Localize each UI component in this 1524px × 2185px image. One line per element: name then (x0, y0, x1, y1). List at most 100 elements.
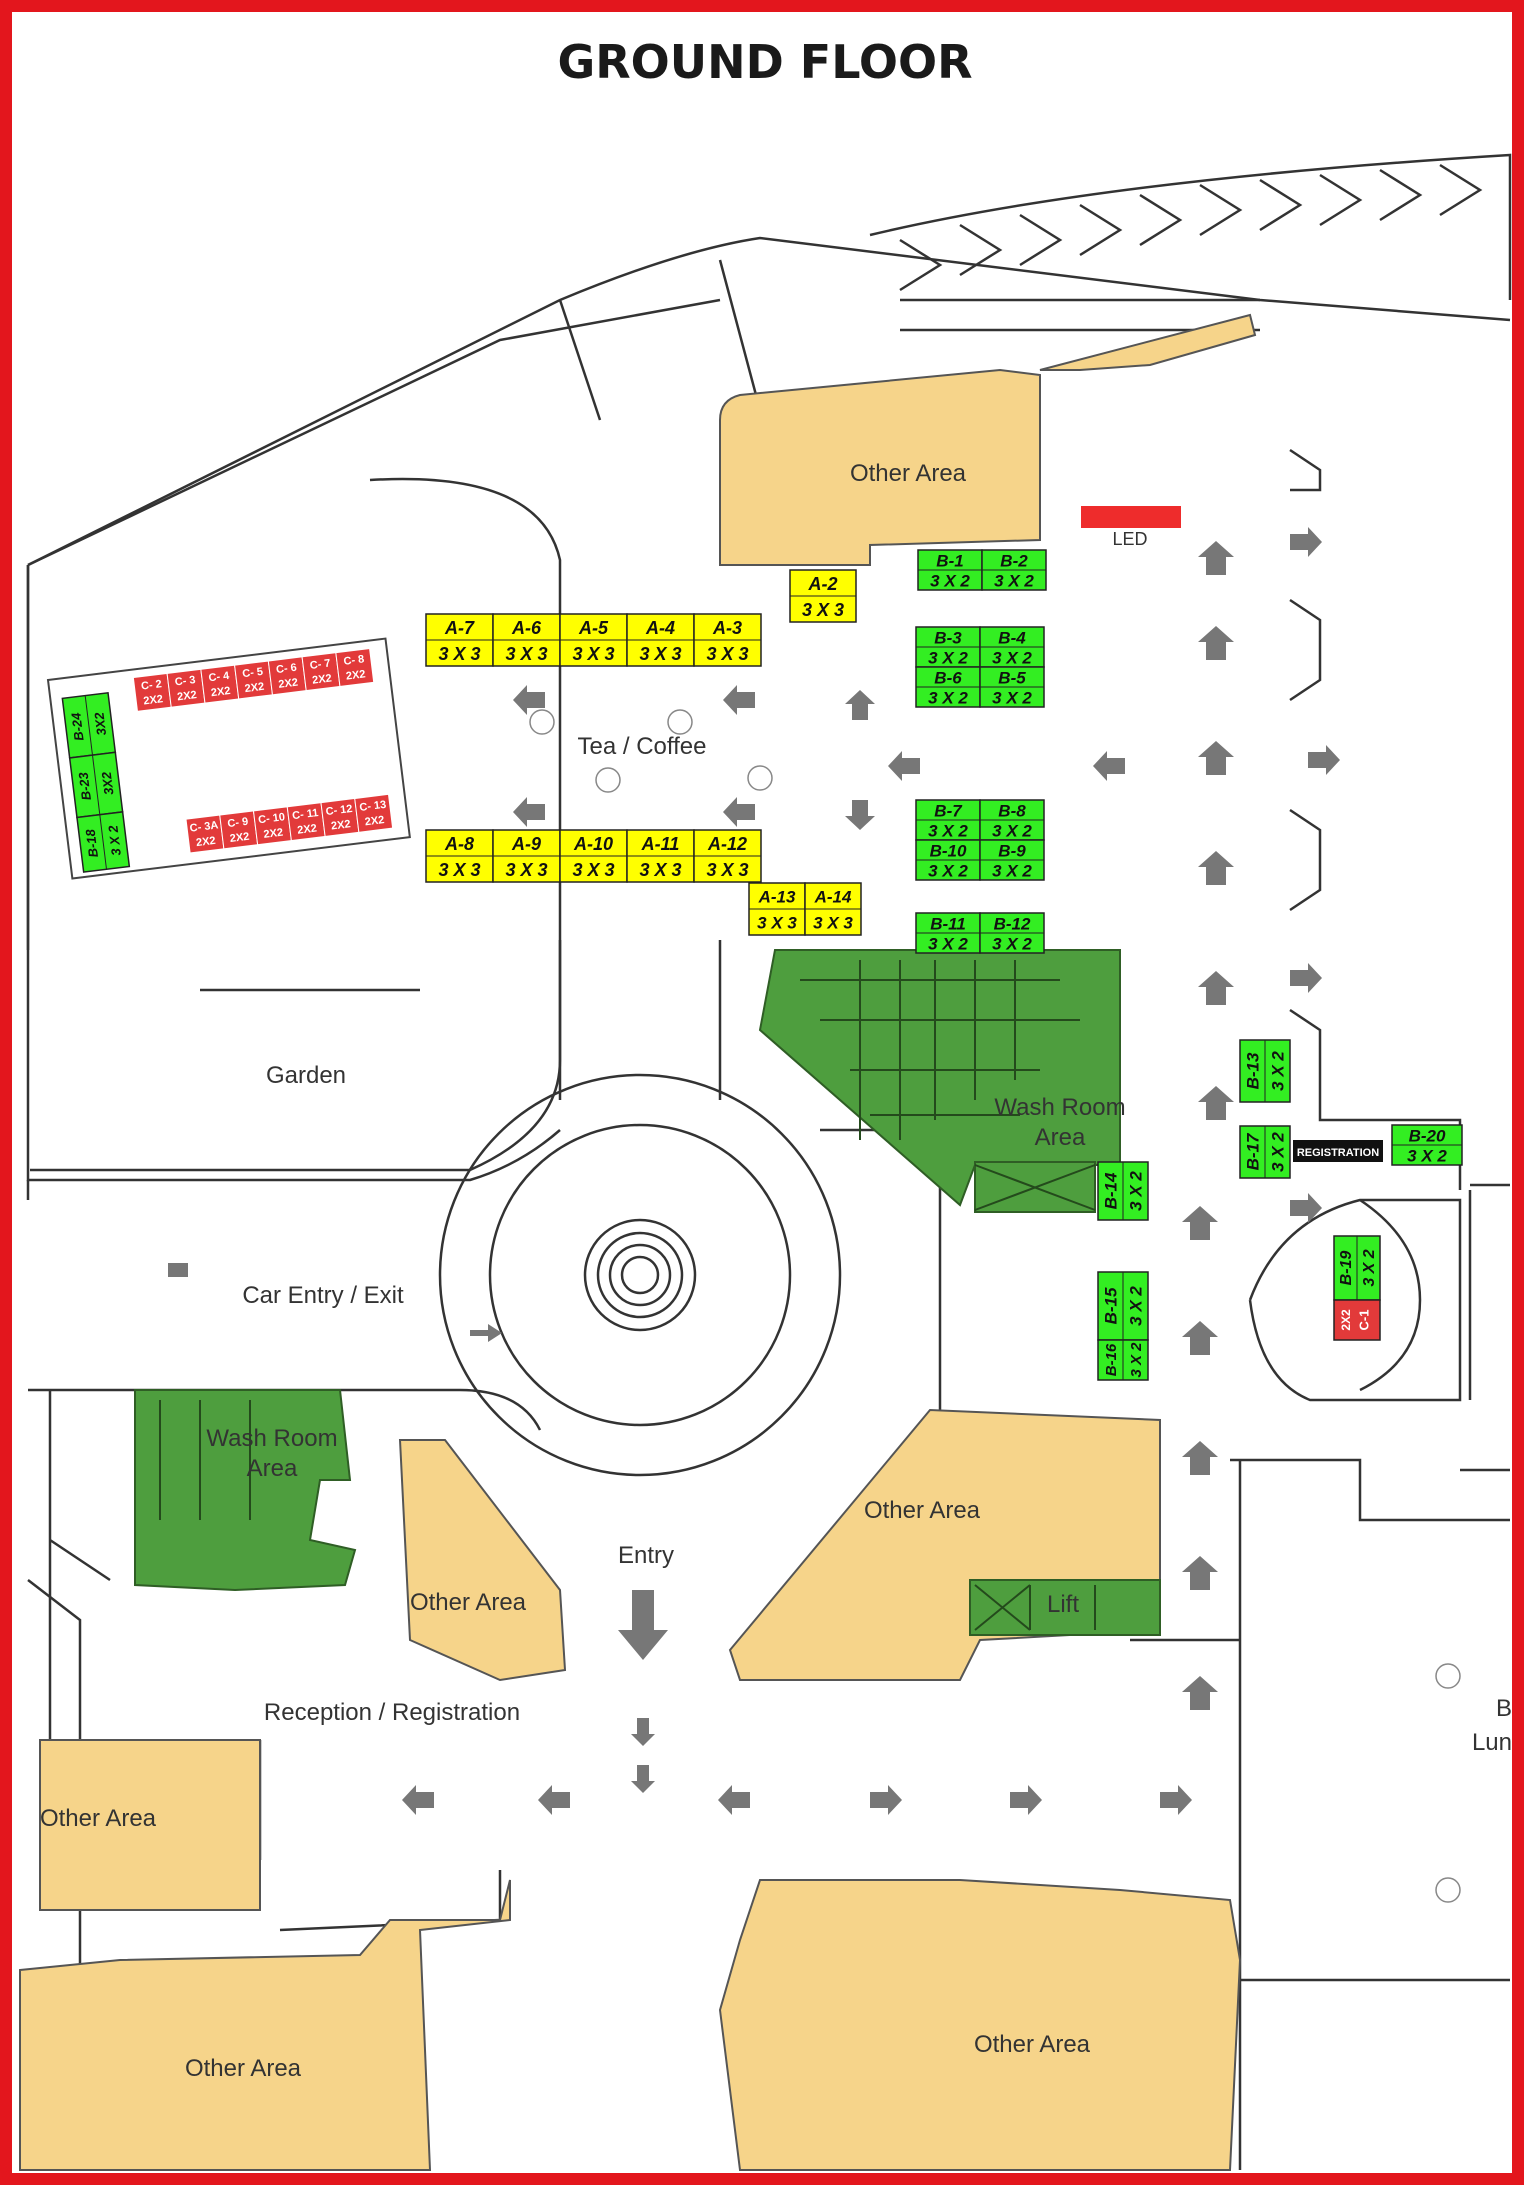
booth-a-8[interactable]: A-83 X 3 (425, 829, 494, 883)
booth-a-2[interactable]: A-23 X 3 (789, 569, 857, 623)
booth-id-label: A-7 (444, 618, 475, 638)
booth-a-5[interactable]: A-53 X 3 (559, 613, 628, 667)
table-icon (529, 709, 555, 735)
led-screen (1081, 506, 1181, 528)
booth-b-4[interactable]: B-43 X 2 (979, 626, 1045, 668)
booth-id-label: B-12 (994, 914, 1031, 933)
booth-a-7[interactable]: A-73 X 3 (425, 613, 494, 667)
booth-id-label: B-13 (1243, 1052, 1262, 1089)
lunch-label-2: Lun (1472, 1729, 1512, 1756)
booth-a-9[interactable]: A-93 X 3 (492, 829, 561, 883)
other-area-bottom-left (19, 1879, 511, 2171)
booth-box (335, 648, 375, 688)
booth-size-label: 2X2 (345, 668, 366, 682)
booth-size-label: 3 X 2 (1128, 1342, 1145, 1378)
arrow-up-icon (1198, 741, 1234, 775)
booth-id-label: B-23 (76, 771, 94, 802)
other-area-top (719, 368, 1041, 566)
booth-a-10[interactable]: A-10 3 X 3 (559, 829, 628, 883)
other-area-label: Other Area (185, 2055, 302, 2082)
booth-size-label: 3X2 (99, 770, 117, 796)
booth-b-1[interactable]: B-13 X 2 (917, 549, 983, 591)
arrow-down-icon (845, 800, 875, 830)
other-area-label: Other Area (850, 460, 967, 487)
booth-id-label: A-12 (707, 834, 747, 854)
wash-room-label-bottom-2: Area (247, 1455, 298, 1482)
booth-b-9[interactable]: B-93 X 2 (979, 839, 1045, 881)
booth-b-23[interactable]: B-23 3X2 (68, 751, 124, 819)
booth-id-label: B-2 (1000, 551, 1028, 570)
booth-b-13[interactable]: B-13 3 X 2 (1239, 1039, 1291, 1103)
booth-a-4[interactable]: A-43 X 3 (626, 613, 695, 667)
page-title: GROUND FLOOR (557, 35, 972, 89)
booth-b-5[interactable]: B-53 X 2 (979, 666, 1045, 708)
other-area-center-left (398, 1439, 567, 1682)
booth-b-12[interactable]: B-123 X 2 (979, 912, 1045, 954)
booth-id-label: A-11 (641, 834, 680, 854)
booth-id-label: B-9 (998, 841, 1026, 860)
booth-size-label: 3 X 3 (572, 860, 614, 880)
booth-a-12[interactable]: A-123 X 3 (693, 829, 762, 883)
table-icon (747, 765, 773, 791)
other-area-label: Other Area (40, 1805, 157, 1832)
table-icon (667, 709, 693, 735)
booth-a-3[interactable]: A-33 X 3 (693, 613, 762, 667)
booth-b-2[interactable]: B-23 X 2 (981, 549, 1047, 591)
booth-b-8[interactable]: B-83 X 2 (979, 799, 1045, 841)
booth-size-label: 3X2 (91, 711, 109, 737)
booth-size-label: 3 X 2 (1126, 1286, 1145, 1326)
arrow-left-icon (513, 797, 545, 827)
booth-size-label: 3 X 3 (802, 600, 844, 620)
registration-label: REGISTRATION (1297, 1147, 1379, 1159)
booth-a-11[interactable]: A-11 3 X 3 (626, 829, 695, 883)
booth-size-label: 3 X 2 (992, 861, 1032, 880)
arrow-right-icon (1290, 1193, 1322, 1223)
booth-b-11[interactable]: B-113 X 2 (915, 912, 981, 954)
booth-a-14[interactable]: A-143 X 3 (804, 882, 862, 936)
booth-b-6[interactable]: B-63 X 2 (915, 666, 981, 708)
arrow-up-icon (1198, 541, 1234, 575)
table-icon (1435, 1663, 1461, 1689)
booth-b-3[interactable]: B-33 X 2 (915, 626, 981, 668)
other-area-label: Other Area (864, 1497, 981, 1524)
booth-id-label: A-10 (573, 834, 613, 854)
booth-b-20[interactable]: B-203 X 2 (1391, 1124, 1463, 1166)
booth-size-label: 3 X 3 (639, 860, 681, 880)
booth-size-label: 2X2 (312, 672, 333, 686)
booth-size-label: 3 X 3 (813, 913, 853, 932)
booth-id-label: A-13 (758, 887, 796, 906)
booth-a-6[interactable]: A-63 X 3 (492, 613, 561, 667)
arrow-left-icon (402, 1785, 434, 1815)
booth-size-label: 3 X 2 (1268, 1051, 1287, 1091)
wash-rooms (134, 949, 1161, 1636)
booth-b-7[interactable]: B-73 X 2 (915, 799, 981, 841)
booth-id-label: C- 4 (208, 670, 231, 685)
booth-b-10[interactable]: B-103 X 2 (915, 839, 981, 881)
arrow-up-icon (845, 690, 875, 720)
booth-size-label: 3 X 2 (992, 688, 1032, 707)
booth-size-label: 3 X 2 (928, 648, 968, 667)
booth-a-13[interactable]: A-133 X 3 (748, 882, 806, 936)
